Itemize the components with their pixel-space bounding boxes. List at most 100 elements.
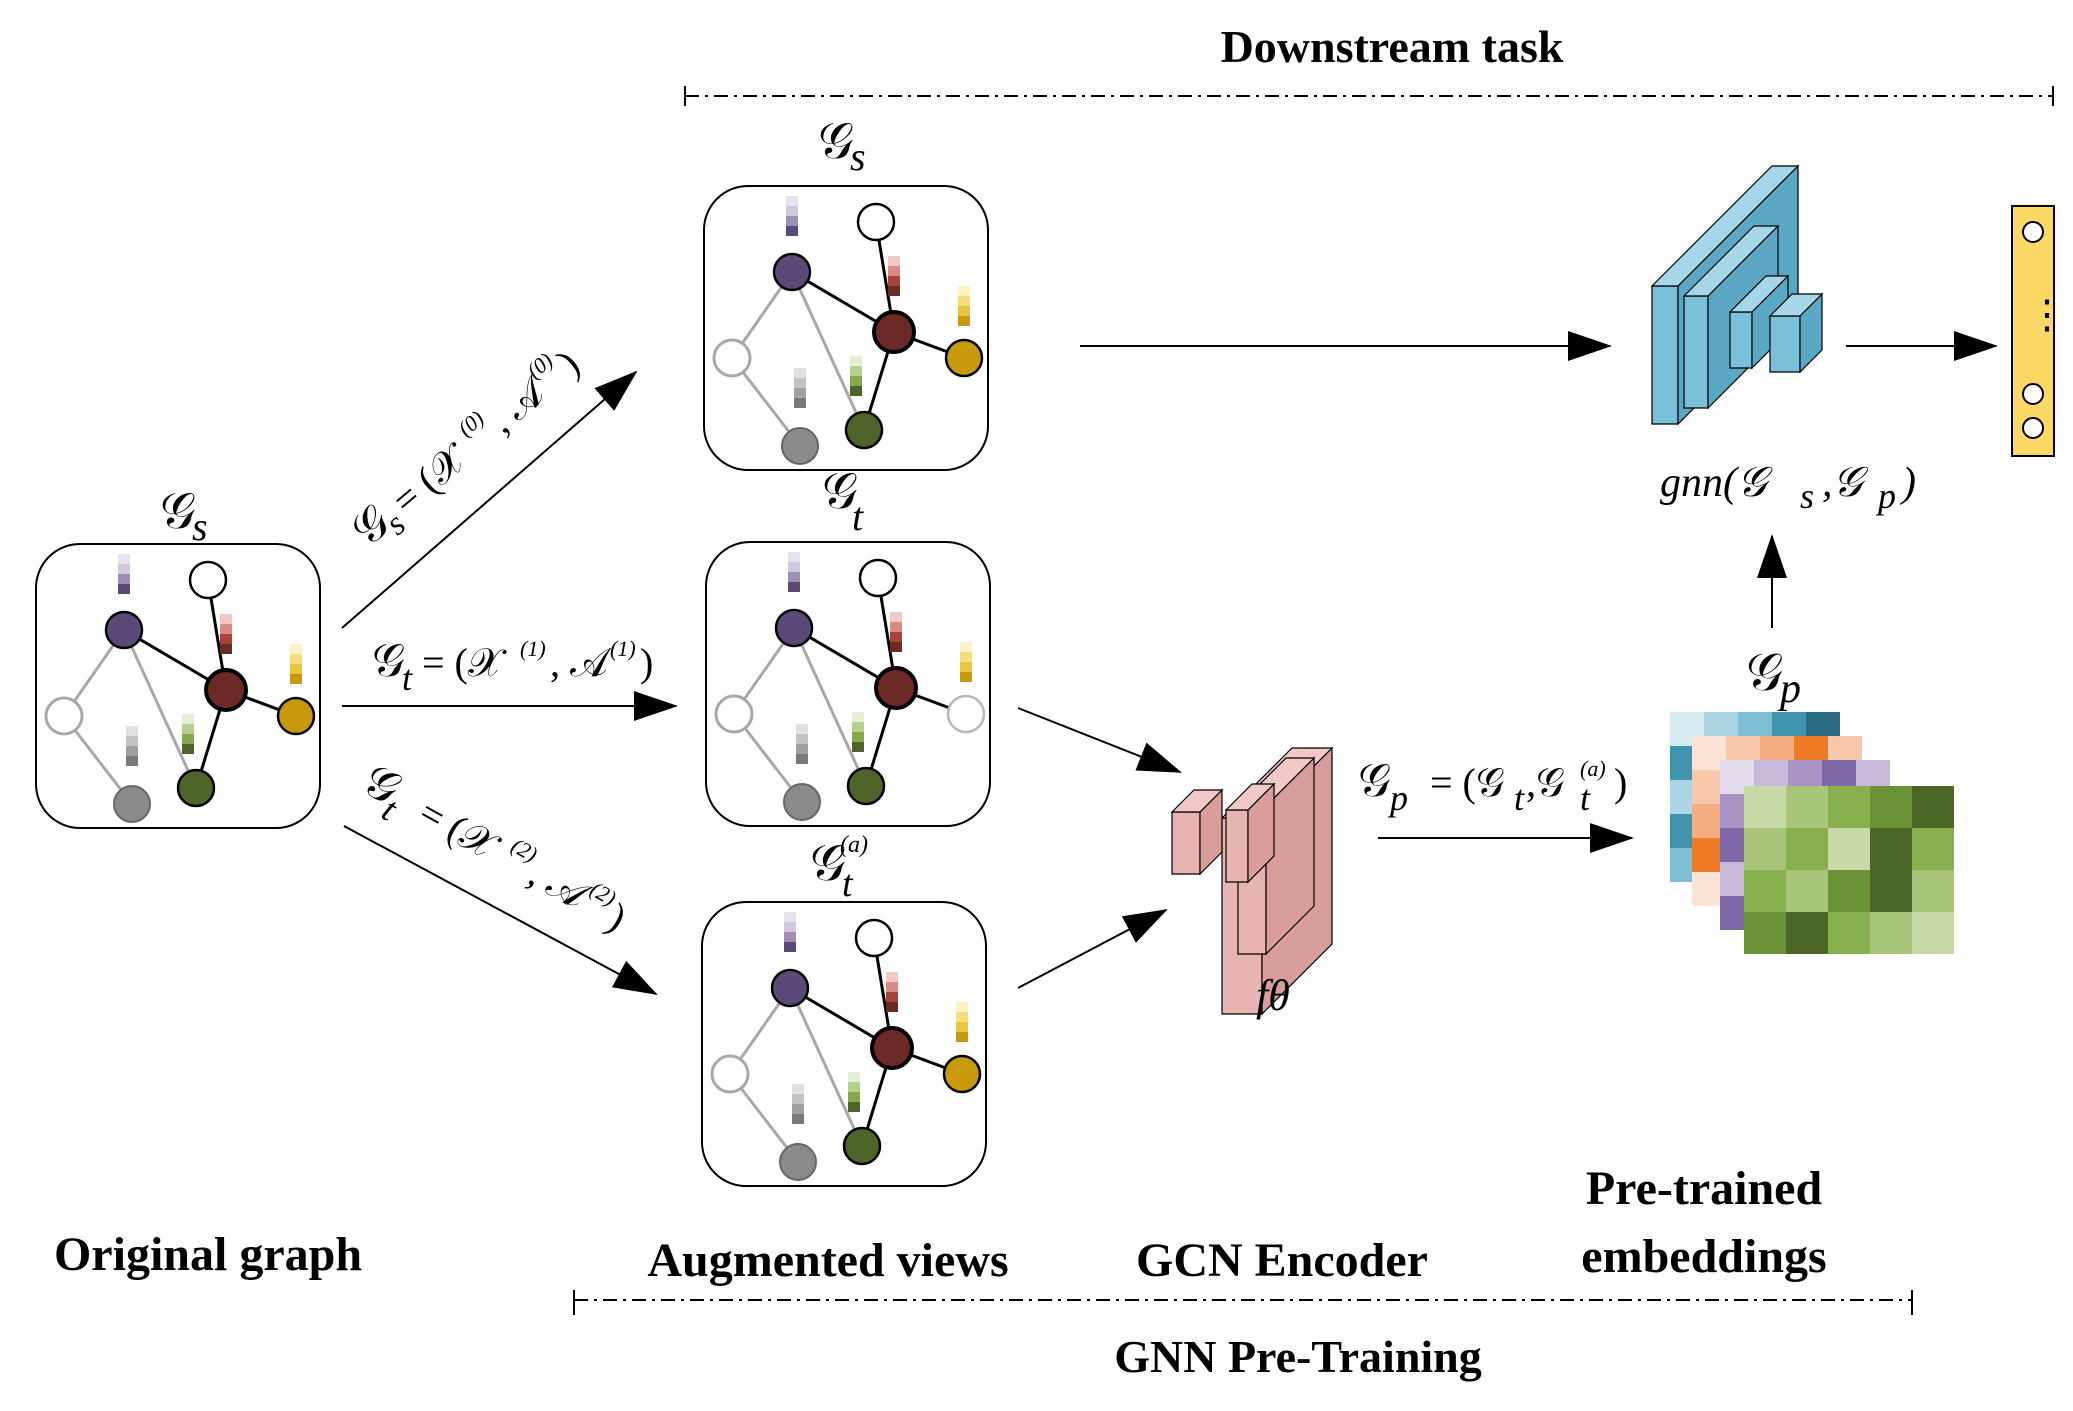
augmented-view-gs (703, 185, 989, 471)
embed-cell-green (1744, 870, 1786, 912)
svg-text:t: t (852, 494, 864, 539)
arrow-orig-to-gs (341, 370, 638, 629)
graph-node-hollow (710, 1054, 750, 1094)
eq-gp-definition: 𝒢 p = (𝒢 t ,𝒢 t (a) ) (1358, 755, 1627, 818)
gnn-layer (1683, 295, 1709, 409)
graph-node-red (870, 1026, 914, 1070)
graph-node-green (846, 766, 886, 806)
feature-cell (850, 356, 862, 366)
feature-cell (888, 286, 900, 296)
feature-cell (792, 1114, 804, 1124)
embed-cell-green (1786, 786, 1828, 828)
gnn-layer (1769, 315, 1801, 373)
graph-frame (705, 541, 991, 827)
feature-cell (794, 398, 806, 408)
feature-cell (888, 266, 900, 276)
graph-node-gray (113, 785, 151, 823)
arrow-gta-to-encoder (1017, 909, 1168, 989)
feature-cell (886, 992, 898, 1002)
graph-node-purple (772, 252, 812, 292)
output-unit (2022, 383, 2044, 405)
feature-cell (848, 1082, 860, 1092)
graph-frame (35, 543, 321, 829)
feature-cell (786, 206, 798, 216)
encoder-layer (1171, 811, 1201, 875)
feature-cell (796, 734, 808, 744)
graph-edge (122, 629, 198, 789)
feature-cell (182, 734, 194, 744)
arrow-gt-to-encoder (1017, 707, 1182, 773)
feature-cell (792, 1104, 804, 1114)
feature-cell (126, 736, 138, 746)
feature-cell (784, 922, 796, 932)
feature-cell (890, 622, 902, 632)
svg-text:t: t (1580, 778, 1591, 818)
feature-cell (786, 196, 798, 206)
pretrained-label-line2: embeddings (1581, 1230, 1826, 1283)
graph-node-purple (774, 608, 814, 648)
output-vector: ⋮ (2011, 205, 2067, 457)
gnn-pretraining-label: GNN Pre-Training (1114, 1331, 1482, 1382)
graph-node-red (872, 310, 916, 354)
graph-node-purple (770, 968, 810, 1008)
gnn-layer-top (1682, 225, 1780, 297)
embed-cell-green (1828, 912, 1870, 954)
feature-cell (126, 756, 138, 766)
gcn-encoder-label: GCN Encoder (1136, 1234, 1428, 1287)
feature-cell (956, 1032, 968, 1042)
downstream-task-label: Downstream task (1221, 21, 1564, 72)
svg-text:= (𝒳: = (𝒳 (412, 790, 508, 871)
embed-cell-green (1912, 828, 1954, 870)
svg-text:= (𝒳: = (𝒳 (383, 434, 477, 523)
feature-cell (126, 746, 138, 756)
feature-cell (848, 1092, 860, 1102)
feature-cell (890, 642, 902, 652)
original-graph-label: Original graph (54, 1228, 362, 1281)
svg-text:𝒢: 𝒢 (1358, 755, 1391, 806)
graph-node-yellow (276, 696, 316, 736)
graph-edge (790, 271, 866, 431)
embed-cell-green (1912, 786, 1954, 828)
graph-node-green (176, 768, 216, 808)
feature-cell (220, 634, 232, 644)
arrow-orig-to-gta (343, 825, 658, 995)
feature-cell (784, 942, 796, 952)
feature-cell (220, 644, 232, 654)
embed-cell-green (1744, 828, 1786, 870)
embed-cell-green (1828, 870, 1870, 912)
feature-cell (290, 664, 302, 674)
feature-cell (796, 744, 808, 754)
feature-cell (786, 226, 798, 236)
graph-node-hollow (714, 694, 754, 734)
embed-cell-green (1744, 786, 1786, 828)
feature-cell (118, 554, 130, 564)
eq-gs-definition: 𝒢 s = (𝒳 (0) , 𝒜 (0) ) (342, 341, 588, 556)
augmented-views-label: Augmented views (647, 1234, 1008, 1287)
feature-cell (118, 584, 130, 594)
svg-text:(1): (1) (520, 636, 546, 661)
svg-text:s: s (192, 504, 208, 549)
graph-node-hollow-light (946, 694, 986, 734)
embed-cell-green (1786, 828, 1828, 870)
feature-cell (850, 386, 862, 396)
feature-cell (960, 652, 972, 662)
svg-text:): ) (549, 341, 588, 384)
feature-cell (886, 982, 898, 992)
feature-cell (890, 632, 902, 642)
graph-node-yellow (944, 338, 984, 378)
feature-cell (958, 306, 970, 316)
augmented-view-gt (705, 541, 991, 827)
gnn-layer-top (1728, 275, 1790, 313)
feature-cell (848, 1102, 860, 1112)
title-orig-gs: 𝒢 s (160, 483, 208, 549)
svg-text:): ) (1900, 460, 1916, 506)
graph-node-purple (104, 610, 144, 650)
feature-cell (290, 674, 302, 684)
svg-text:(a): (a) (840, 832, 868, 858)
svg-text:𝒢: 𝒢 (822, 463, 858, 519)
embed-cell-green (1828, 786, 1870, 828)
feature-cell (886, 972, 898, 982)
svg-text:, 𝒜: , 𝒜 (550, 640, 612, 685)
gnn-downstream-block (1650, 164, 1824, 426)
feature-cell (788, 582, 800, 592)
